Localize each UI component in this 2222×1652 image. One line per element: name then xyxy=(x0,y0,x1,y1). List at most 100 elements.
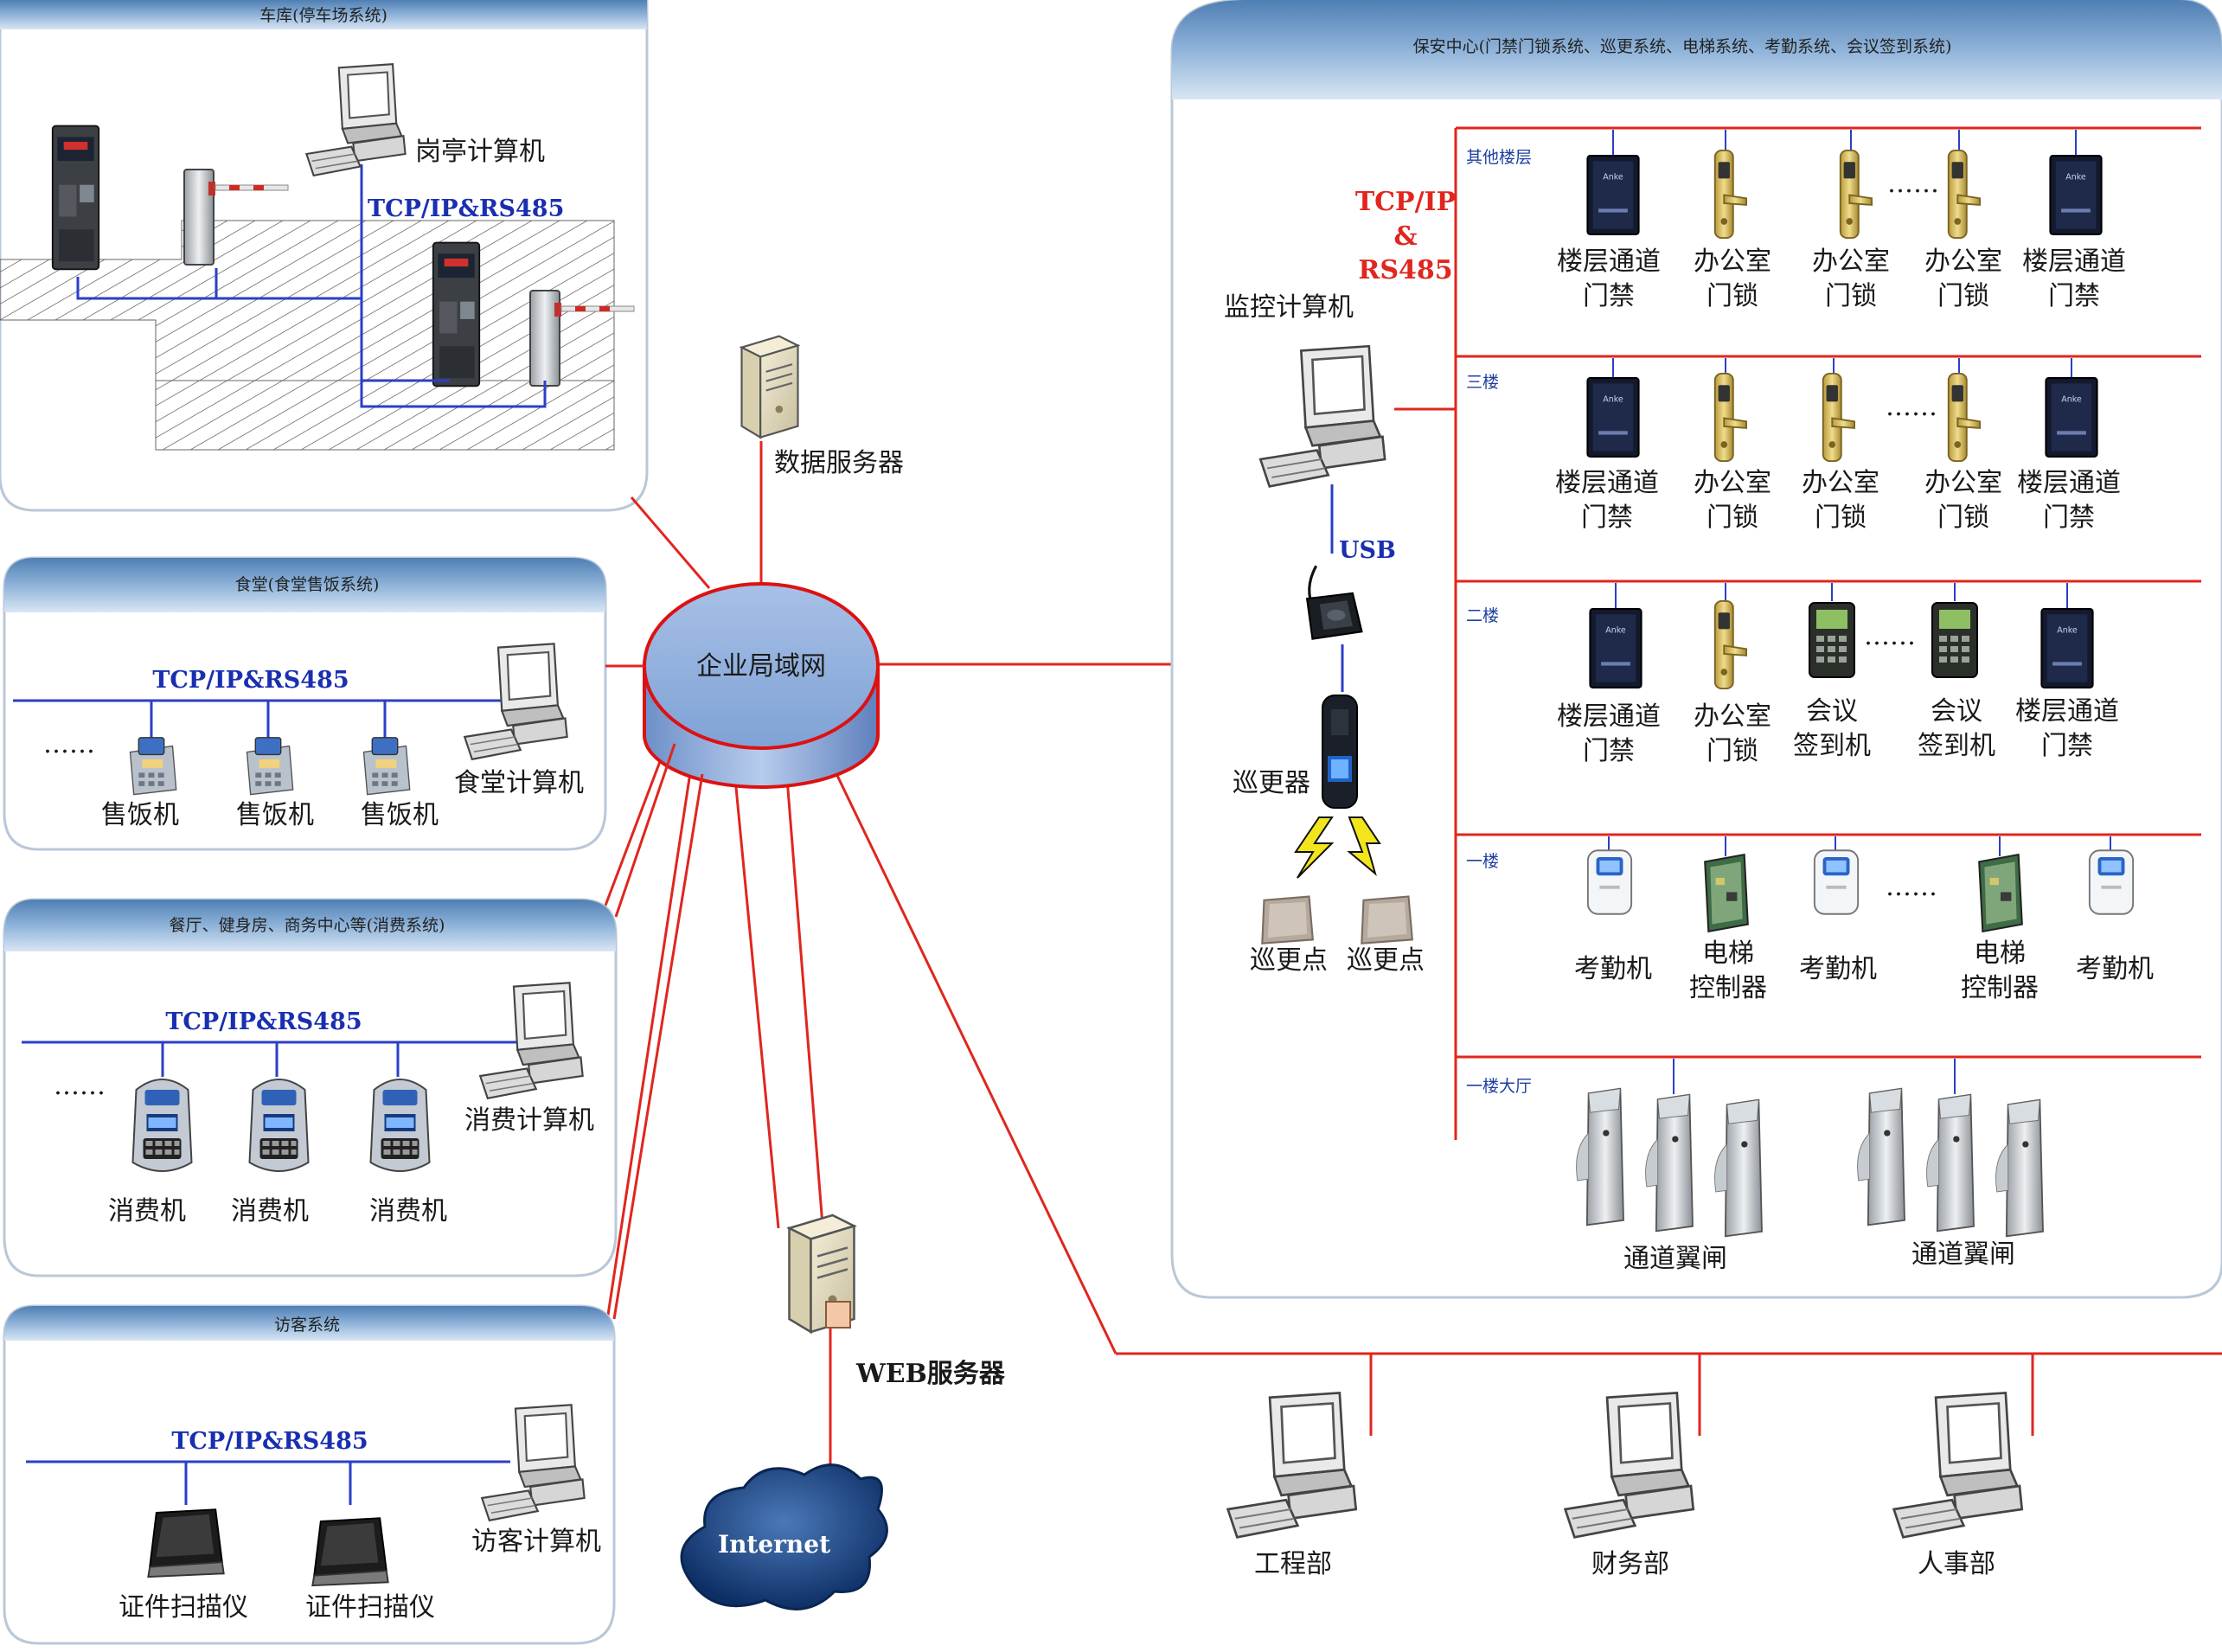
door-access-panel-icon xyxy=(1586,377,1640,458)
device-label: 签到机 xyxy=(1793,731,1871,761)
device-label: 办公室 xyxy=(1812,247,1890,277)
usb-label: USB xyxy=(1339,537,1396,564)
visitor-device-label: 证件扫描仪 xyxy=(305,1592,435,1623)
web-server: WEB服务器 xyxy=(788,1213,1006,1389)
patrol-point-label: 巡更点 xyxy=(1250,945,1328,976)
device-label: 门锁 xyxy=(1707,503,1758,533)
svg-text:办公室门锁: 办公室门锁 xyxy=(1694,247,1771,311)
svg-text:TCP/IP: TCP/IP xyxy=(1355,187,1456,217)
web-server-label: WEB服务器 xyxy=(855,1359,1006,1389)
canteen-device-label: 售饭机 xyxy=(236,800,314,830)
consume-computer-label: 消费计算机 xyxy=(464,1105,594,1136)
visitor-device-label: 证件扫描仪 xyxy=(118,1592,248,1623)
device-label: 门锁 xyxy=(1815,503,1867,533)
patrol-point-icon xyxy=(1361,895,1413,944)
consume-device-label: 消费机 xyxy=(108,1196,186,1226)
parking-kiosk-icon xyxy=(432,241,481,387)
meeting-signin-icon xyxy=(1809,602,1855,678)
booth-computer-label: 岗亭计算机 xyxy=(415,137,545,167)
device-label: 办公室 xyxy=(1924,468,2002,498)
department-computer-icon xyxy=(1564,1391,1695,1539)
device-label: 通道翼闸 xyxy=(1623,1244,1727,1274)
device-label: 控制器 xyxy=(1961,973,2039,1003)
canteen-device-label: 售饭机 xyxy=(101,800,179,830)
visitor-computer-label: 访客计算机 xyxy=(471,1527,601,1557)
floor-row: …… 楼层通道门禁 办公室门锁 办公室门锁 办公室门锁 楼层通道门禁 xyxy=(1555,358,2121,533)
floor-row: …… 楼层通道门禁 办公室门锁 办公室门锁 办公室门锁 楼层通道门禁 xyxy=(1557,130,2126,311)
parking-protocol: TCP/IP&RS485 xyxy=(368,195,564,222)
device-label: 楼层通道 xyxy=(1555,468,1659,498)
floor-label: 一楼 xyxy=(1466,852,1499,871)
device-label: 楼层通道 xyxy=(2017,468,2121,498)
canteen-protocol: TCP/IP&RS485 xyxy=(152,667,349,694)
device-label: 门禁 xyxy=(1583,281,1635,311)
elevator-controller-icon xyxy=(1978,854,2023,932)
visitor-panel: 访客系统 TCP/IP&RS485 证件扫描仪 证件扫描仪 访客计算机 xyxy=(3,1304,616,1645)
device-label: 楼层通道 xyxy=(2015,696,2119,727)
door-access-panel-icon xyxy=(1586,155,1640,235)
device-label: 办公室 xyxy=(1694,701,1771,732)
svg-text:办公室门锁: 办公室门锁 xyxy=(1812,247,1890,311)
data-server-icon xyxy=(740,335,799,439)
departments: 工程部 财务部 人事部 xyxy=(1226,1391,2024,1579)
device-label: 控制器 xyxy=(1689,973,1767,1003)
id-scanner-icon xyxy=(311,1517,389,1587)
device-label: 楼层通道 xyxy=(2022,247,2126,277)
device-label: 门禁 xyxy=(2048,281,2100,311)
svg-text:楼层通道门禁: 楼层通道门禁 xyxy=(1555,468,1659,533)
svg-text:RS485: RS485 xyxy=(1358,255,1452,285)
hub-links xyxy=(471,441,2222,1470)
svg-text:楼层通道门禁: 楼层通道门禁 xyxy=(1557,701,1661,766)
floor-row: …… 楼层通道门禁 办公室门锁 会议签到机 会议签到机 楼层通道门禁 xyxy=(1557,583,2119,766)
department-computer-icon xyxy=(1892,1391,2024,1539)
patrol-device-icon xyxy=(1322,695,1358,809)
canteen-computer-label: 食堂计算机 xyxy=(454,768,584,798)
floor-ellipsis: …… xyxy=(1886,872,1937,902)
patrol-point-label: 巡更点 xyxy=(1347,945,1425,976)
consume-device-icon xyxy=(369,1078,431,1173)
device-label: 办公室 xyxy=(1694,247,1771,277)
consume-device-icon xyxy=(131,1078,193,1173)
consume-device-label: 消费机 xyxy=(231,1196,309,1226)
door-access-panel-icon xyxy=(2049,155,2103,235)
floor-label: 二楼 xyxy=(1466,606,1499,625)
device-label: 考勤机 xyxy=(1574,954,1652,984)
enterprise-lan-hub: 企业局域网 xyxy=(643,582,880,789)
patrol-point-icon xyxy=(1261,895,1314,944)
parking-kiosk-icon xyxy=(51,125,100,271)
device-label: 会议 xyxy=(1931,696,1982,727)
hub-label: 企业局域网 xyxy=(696,651,826,682)
floor-row: …… 考勤机 电梯控制器 考勤机 电梯控制器 考勤机 xyxy=(1574,836,2154,1003)
device-label: 门锁 xyxy=(1937,281,1989,311)
device-label: 门禁 xyxy=(2043,503,2095,533)
svg-text:会议签到机: 会议签到机 xyxy=(1793,696,1871,761)
device-label: 电梯 xyxy=(1974,938,2026,969)
canteen-ellipsis: …… xyxy=(43,729,95,759)
device-label: 考勤机 xyxy=(1799,954,1877,984)
floor-row: 通道翼闸 通道翼闸 xyxy=(1575,1059,2044,1274)
canteen-title: 食堂(食堂售饭系统) xyxy=(235,575,380,594)
floor-ellipsis: …… xyxy=(1887,169,1939,199)
data-server: 数据服务器 xyxy=(740,335,904,478)
svg-text:楼层通道门禁: 楼层通道门禁 xyxy=(2017,468,2121,533)
department-label: 财务部 xyxy=(1591,1549,1669,1579)
svg-text:楼层通道门禁: 楼层通道门禁 xyxy=(1557,247,1661,311)
svg-text:电梯控制器: 电梯控制器 xyxy=(1689,938,1767,1003)
consume-title: 餐厅、健身房、商务中心等(消费系统) xyxy=(170,916,445,935)
door-access-panel-icon xyxy=(2040,608,2094,688)
svg-text:办公室门锁: 办公室门锁 xyxy=(1694,701,1771,766)
consume-panel: 餐厅、健身房、商务中心等(消费系统) TCP/IP&RS485 …… 消费机 消… xyxy=(3,898,618,1277)
data-server-label: 数据服务器 xyxy=(774,448,904,478)
svg-text:办公室门锁: 办公室门锁 xyxy=(1924,468,2002,533)
floor-ellipsis: …… xyxy=(1864,621,1916,651)
canteen-panel: 食堂(食堂售饭系统) TCP/IP&RS485 …… 售饭机 售饭机 售饭机 食… xyxy=(3,556,607,851)
security-panel: 保安中心(门禁门锁系统、巡更系统、电梯系统、考勤系统、会议签到系统) TCP/I… xyxy=(1170,0,2222,1299)
device-label: 办公室 xyxy=(1802,468,1879,498)
door-access-panel-icon xyxy=(2045,377,2098,458)
floor-ellipsis: …… xyxy=(1886,392,1937,422)
visitor-title: 访客系统 xyxy=(274,1316,340,1335)
device-label: 签到机 xyxy=(1918,731,1995,761)
internet-label: Internet xyxy=(718,1530,830,1559)
device-label: 门禁 xyxy=(1583,736,1635,766)
